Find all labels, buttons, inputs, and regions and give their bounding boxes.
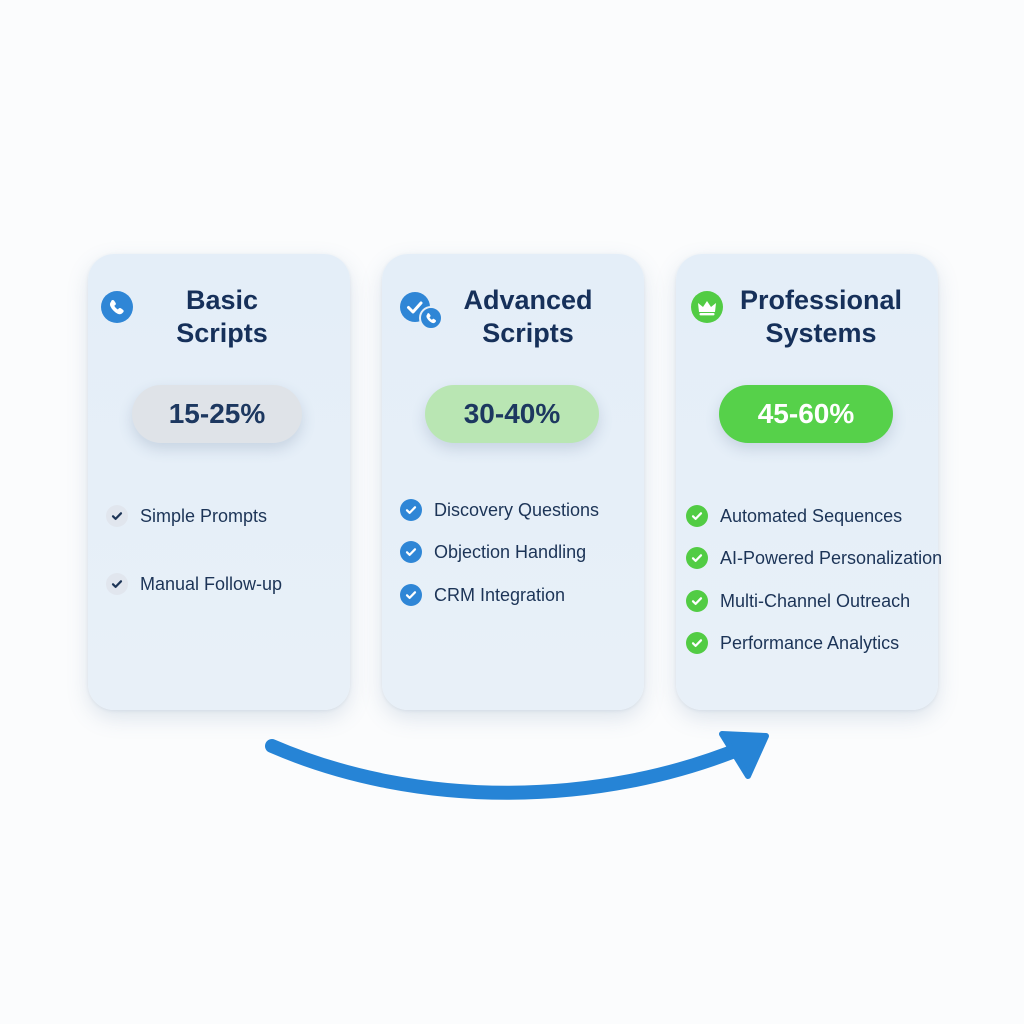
check-icon	[400, 541, 422, 563]
feature-item: Automated Sequences	[686, 502, 902, 530]
tier-card-professional: Professional Systems 45-60% Automated Se…	[676, 254, 942, 710]
tier-title-line1: Professional	[739, 285, 903, 315]
tier-title-line1: Advanced	[463, 285, 593, 315]
conversion-range-badge: 45-60%	[719, 385, 893, 443]
tier-title-line2: Scripts	[482, 318, 574, 348]
feature-item: Objection Handling	[400, 538, 586, 566]
conversion-range-badge: 30-40%	[425, 385, 599, 443]
feature-item: AI-Powered Personalization	[686, 544, 942, 572]
check-icon	[400, 584, 422, 606]
check-icon	[686, 505, 708, 527]
feature-label: Performance Analytics	[720, 632, 900, 653]
tier-title: Basic Scripts	[164, 284, 280, 350]
phone-icon	[100, 290, 134, 324]
tier-title-line2: Systems	[765, 318, 877, 348]
feature-label: Multi-Channel Outreach	[720, 590, 911, 611]
tier-title-line1: Basic	[185, 285, 259, 315]
check-icon	[686, 590, 708, 612]
tier-card-basic: Basic Scripts 15-25% Simple Prompts Manu…	[88, 254, 350, 710]
check-icon	[686, 632, 708, 654]
feature-label: Objection Handling	[434, 541, 587, 562]
feature-item: Discovery Questions	[400, 496, 599, 524]
tier-title-line2: Scripts	[176, 318, 268, 348]
feature-label: Simple Prompts	[140, 505, 268, 526]
check-icon	[400, 499, 422, 521]
feature-label: CRM Integration	[434, 584, 566, 605]
check-phone-icon	[398, 290, 446, 330]
feature-label: Manual Follow-up	[140, 573, 283, 594]
feature-label: AI-Powered Personalization	[720, 547, 943, 568]
feature-item: Multi-Channel Outreach	[686, 587, 910, 615]
tier-title: Professional Systems	[728, 284, 914, 350]
tier-title: Advanced Scripts	[452, 284, 604, 350]
tier-card-advanced: Advanced Scripts 30-40% Discovery Questi…	[382, 254, 644, 710]
feature-item: Performance Analytics	[686, 629, 899, 657]
conversion-range-badge: 15-25%	[132, 385, 302, 443]
feature-label: Automated Sequences	[720, 505, 903, 526]
check-icon	[106, 573, 128, 595]
feature-label: Discovery Questions	[434, 499, 600, 520]
feature-item: CRM Integration	[400, 581, 565, 609]
crown-icon	[690, 290, 724, 324]
feature-item: Manual Follow-up	[106, 570, 282, 598]
check-icon	[686, 547, 708, 569]
check-icon	[106, 505, 128, 527]
feature-item: Simple Prompts	[106, 502, 267, 530]
